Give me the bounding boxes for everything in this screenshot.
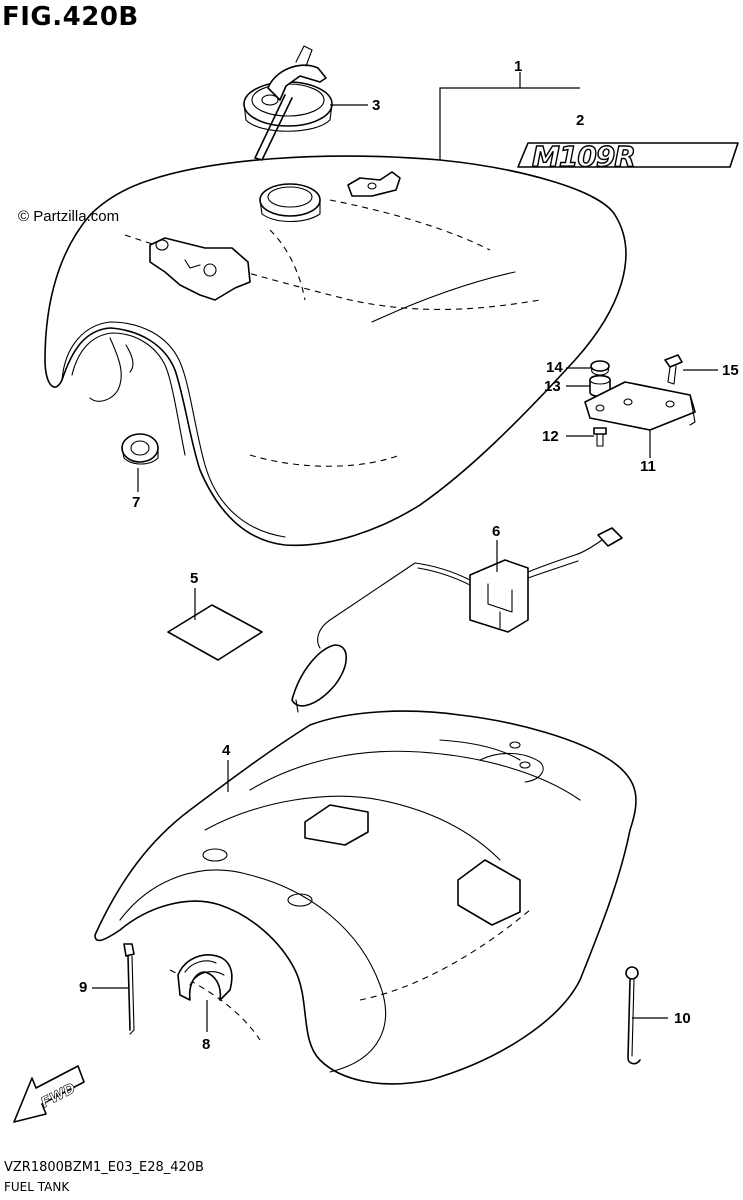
callout-1[interactable]: 1 (514, 58, 523, 75)
copyright-watermark: © Partzilla.com (18, 208, 120, 225)
callout-13[interactable]: 13 (544, 378, 561, 395)
fuel-cap-part[interactable] (243, 45, 333, 161)
emblem-text: M109R (532, 140, 635, 173)
grommet-part[interactable] (121, 433, 159, 465)
label-part[interactable] (167, 604, 263, 661)
emblem-part[interactable]: M109R (517, 139, 739, 174)
clamp-part[interactable] (123, 943, 135, 1035)
callout-15[interactable]: 15 (722, 362, 739, 379)
figure-title: FIG.420B (2, 2, 139, 32)
leader-lines (92, 72, 718, 1032)
callout-12[interactable]: 12 (542, 428, 559, 445)
callout-10[interactable]: 10 (674, 1010, 691, 1027)
callout-6[interactable]: 6 (492, 523, 501, 540)
callout-11[interactable]: 11 (640, 458, 656, 475)
callout-3[interactable]: 3 (372, 97, 381, 114)
fuel-level-gauge-part[interactable] (291, 527, 623, 713)
callout-14[interactable]: 14 (546, 359, 563, 376)
callout-7[interactable]: 7 (132, 494, 141, 511)
small-parts-cluster[interactable] (584, 354, 696, 447)
callout-2[interactable]: 2 (576, 112, 585, 129)
tank-cover-part[interactable] (94, 710, 637, 1085)
callout-4[interactable]: 4 (222, 742, 231, 759)
callout-8[interactable]: 8 (202, 1036, 211, 1053)
fuel-tank-part[interactable] (44, 155, 627, 547)
fwd-arrow-icon: FWD (13, 1065, 85, 1123)
model-code: VZR1800BZM1_E03_E28_420B (4, 1160, 204, 1175)
callout-9[interactable]: 9 (79, 979, 88, 996)
cushion-part[interactable] (177, 954, 233, 1001)
group-name: FUEL TANK (4, 1180, 70, 1194)
clamp-strap-part[interactable] (625, 966, 641, 1065)
callout-5[interactable]: 5 (190, 570, 199, 587)
